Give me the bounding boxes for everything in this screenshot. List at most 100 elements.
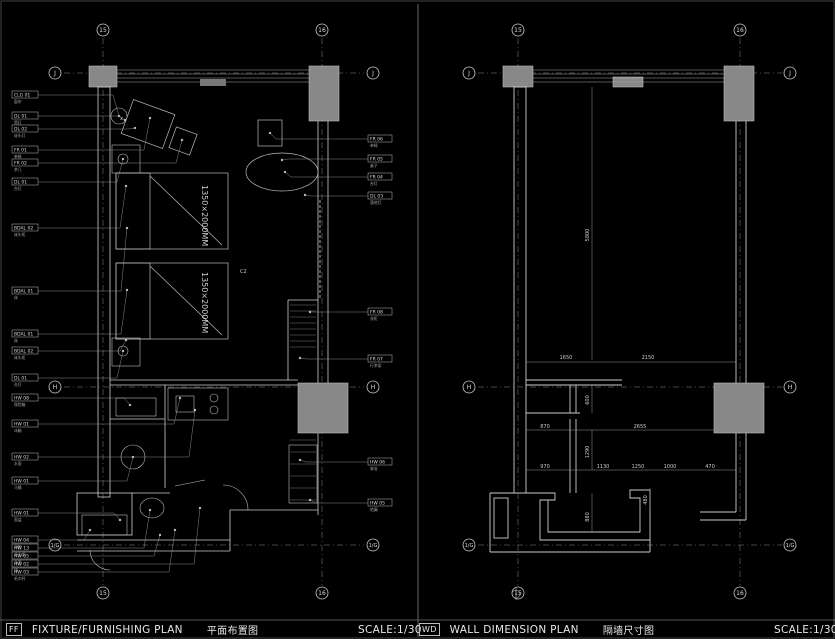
callout-note: 床头灯 bbox=[14, 133, 26, 138]
dimension-label: 970 bbox=[540, 464, 550, 470]
callout-tag-text: HW 02 bbox=[14, 455, 29, 461]
callout-note: 行李架 bbox=[370, 363, 382, 368]
grid-bubble-label: H bbox=[371, 384, 376, 391]
grid-bubble-label: 16 bbox=[736, 27, 744, 34]
callout-note: 马桶 bbox=[14, 485, 22, 490]
callout-tag-text: DL 01 bbox=[14, 114, 27, 120]
bed-size-label: 1350×2000MM bbox=[200, 272, 209, 333]
callout-tag-text: HW 01 bbox=[14, 479, 29, 485]
grid-bubble-label: 15 bbox=[99, 27, 107, 34]
callout-note: 床 bbox=[14, 295, 18, 300]
sheet-title-cn: 平面布置图 bbox=[206, 626, 259, 637]
callout-tag-text: HW 05 bbox=[370, 501, 385, 507]
sheet-title: WALL DIMENSION PLAN bbox=[449, 623, 579, 636]
grid-bubble-label: J bbox=[371, 70, 374, 77]
dimension-label: 2655 bbox=[634, 424, 647, 430]
room-tag: C2 bbox=[240, 269, 247, 275]
callout-tag-text: BDAL 02 bbox=[14, 226, 33, 232]
callout-note: 毛巾架 bbox=[14, 552, 26, 557]
grid-bubble-label: 16 bbox=[736, 590, 744, 597]
callout-note: 地漏 bbox=[370, 507, 378, 512]
scale-left: SCALE:1/30 bbox=[358, 623, 422, 636]
dimension-label: 600 bbox=[585, 395, 591, 405]
grid-bubble-label: 1/G bbox=[465, 543, 474, 549]
callout-tag-text: HW 13 bbox=[14, 546, 29, 552]
callout-tag-text: HW 02 bbox=[14, 562, 29, 568]
callout-tag-text: DL 01 bbox=[14, 180, 27, 186]
callout-note: 水壶 bbox=[14, 461, 22, 466]
grid-bubble-label: 15 bbox=[514, 27, 522, 34]
callout-tag-text: HW 05 bbox=[14, 554, 29, 560]
fixture-furnishing-plan: 15 16 15 16 J J H H 1/G 1/G bbox=[11, 23, 393, 600]
callout-note: 淋浴 bbox=[370, 466, 378, 471]
callout-tag: HW 02镜 bbox=[11, 559, 39, 573]
grid-bubble-label: J bbox=[788, 70, 791, 77]
callout-tag-text: FR 07 bbox=[370, 357, 383, 363]
svg-text:x: x bbox=[120, 116, 123, 122]
grid-bubble-label: H bbox=[467, 384, 472, 391]
callout-note: 床 bbox=[14, 338, 18, 343]
title-block-left: FF FIXTURE/FURNISHING PLAN 平面布置图 bbox=[6, 620, 258, 639]
grid-bubble-label: 16 bbox=[318, 27, 326, 34]
grid-bubble-label: H bbox=[788, 384, 793, 391]
dimension-label: 480 bbox=[643, 495, 649, 505]
callout-tag-text: HW 01 bbox=[14, 511, 29, 517]
callout-tag-text: HW 04 bbox=[14, 538, 29, 544]
grid-bubble-label: 1/G bbox=[51, 543, 60, 549]
callout-note: 落地灯 bbox=[370, 200, 382, 205]
dimension-label: 880 bbox=[585, 512, 591, 522]
grid-bubble-label: 1/G bbox=[786, 543, 795, 549]
callout-note: 筒灯 bbox=[14, 120, 22, 125]
dimension-label: 2150 bbox=[642, 355, 655, 361]
callout-tag-text: HW 03 bbox=[14, 570, 29, 576]
bed-size-label: 1350×2000MM bbox=[200, 185, 209, 246]
scale-right: SCALE:1/30 bbox=[774, 623, 835, 636]
callout-note: 保险箱 bbox=[14, 402, 26, 407]
wall-dimension-plan: 15 16 15 16 J J H H 1/G 1/G bbox=[462, 23, 797, 600]
callout-note: 衣柜 bbox=[370, 316, 378, 321]
dimension-label: 1290 bbox=[585, 446, 591, 459]
grid-bubble-label: 15 bbox=[514, 590, 522, 597]
grid-bubble-label: 15 bbox=[99, 590, 107, 597]
grid-bubble-label: 16 bbox=[318, 590, 326, 597]
callout-note: 镜 bbox=[14, 568, 18, 573]
bed-icon bbox=[115, 172, 229, 340]
callout-tag-text: FR 08 bbox=[370, 310, 383, 316]
north-arrow-icon bbox=[511, 588, 521, 600]
callout-tag-text: FR 05 bbox=[370, 157, 383, 163]
grid-bubble-label: 1/G bbox=[369, 543, 378, 549]
dimension-label: 470 bbox=[705, 464, 715, 470]
callout-tag-text: FR 02 bbox=[14, 161, 27, 167]
callout-tag-text: DL 01 bbox=[14, 376, 27, 382]
callout-tag-text: BDAL 02 bbox=[14, 349, 33, 355]
callout-tag-text: DL 02 bbox=[14, 127, 27, 133]
callout-note: 浴缸 bbox=[14, 544, 22, 549]
grid-bubble-label: J bbox=[467, 70, 470, 77]
callout-note: 冰箱 bbox=[14, 428, 22, 433]
callout-note: 桌子 bbox=[370, 163, 378, 168]
dimension-label: 1130 bbox=[597, 464, 610, 470]
callout-tag-text: HW 01 bbox=[14, 422, 29, 428]
callout-tag-text: FR 04 bbox=[370, 175, 383, 181]
sheet-code: FF bbox=[6, 623, 22, 636]
chair-icon bbox=[120, 99, 319, 192]
